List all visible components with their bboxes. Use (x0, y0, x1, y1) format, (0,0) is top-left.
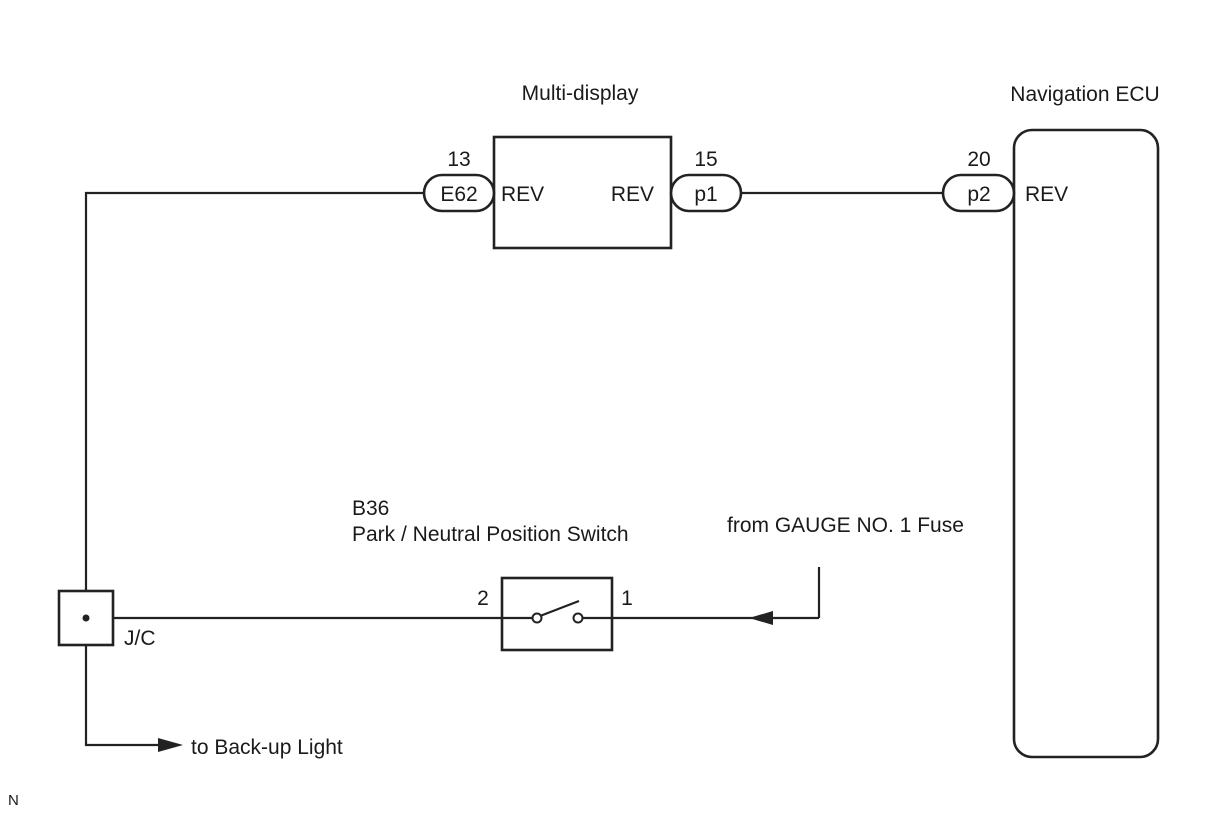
multi-display-box (492, 135, 673, 250)
navigation-ecu-box (1012, 128, 1160, 759)
corner-mark: N (8, 792, 19, 809)
multi-display-title: Multi-display (522, 82, 639, 105)
switch-pin-1: 1 (621, 587, 633, 610)
connector-p2-pin: 20 (967, 148, 990, 171)
junction-dot (82, 614, 90, 622)
junction-label: J/C (124, 627, 156, 650)
connector-p2 (941, 173, 1016, 213)
fuse-source-label: from GAUGE NO. 1 Fuse (727, 514, 964, 537)
connector-e62-label: E62 (440, 183, 477, 206)
switch-name: Park / Neutral Position Switch (352, 523, 629, 546)
arrow-from-fuse (749, 611, 773, 625)
multi-display-rev-right: REV (611, 183, 654, 206)
switch-box (500, 576, 614, 652)
arrow-to-backup-light (158, 738, 183, 752)
navigation-ecu-rev: REV (1025, 183, 1068, 206)
backup-light-label: to Back-up Light (191, 736, 343, 759)
wire-junction-to-backup (84, 618, 160, 747)
multi-display-rev-left: REV (501, 183, 544, 206)
connector-p1-pin: 15 (694, 148, 717, 171)
switch-contact-right (572, 612, 584, 624)
connector-p1-label: p1 (694, 183, 717, 206)
switch-pin-2: 2 (477, 587, 489, 610)
navigation-ecu-title: Navigation ECU (1010, 83, 1159, 106)
connector-p2-label: p2 (967, 183, 990, 206)
connector-e62 (422, 173, 496, 213)
switch-contact-left (531, 612, 543, 624)
connector-e62-pin: 13 (447, 148, 470, 171)
switch-code: B36 (352, 497, 389, 520)
connector-p1 (669, 173, 743, 213)
switch-blade (539, 599, 580, 618)
wire-e62-to-junction (84, 191, 424, 618)
